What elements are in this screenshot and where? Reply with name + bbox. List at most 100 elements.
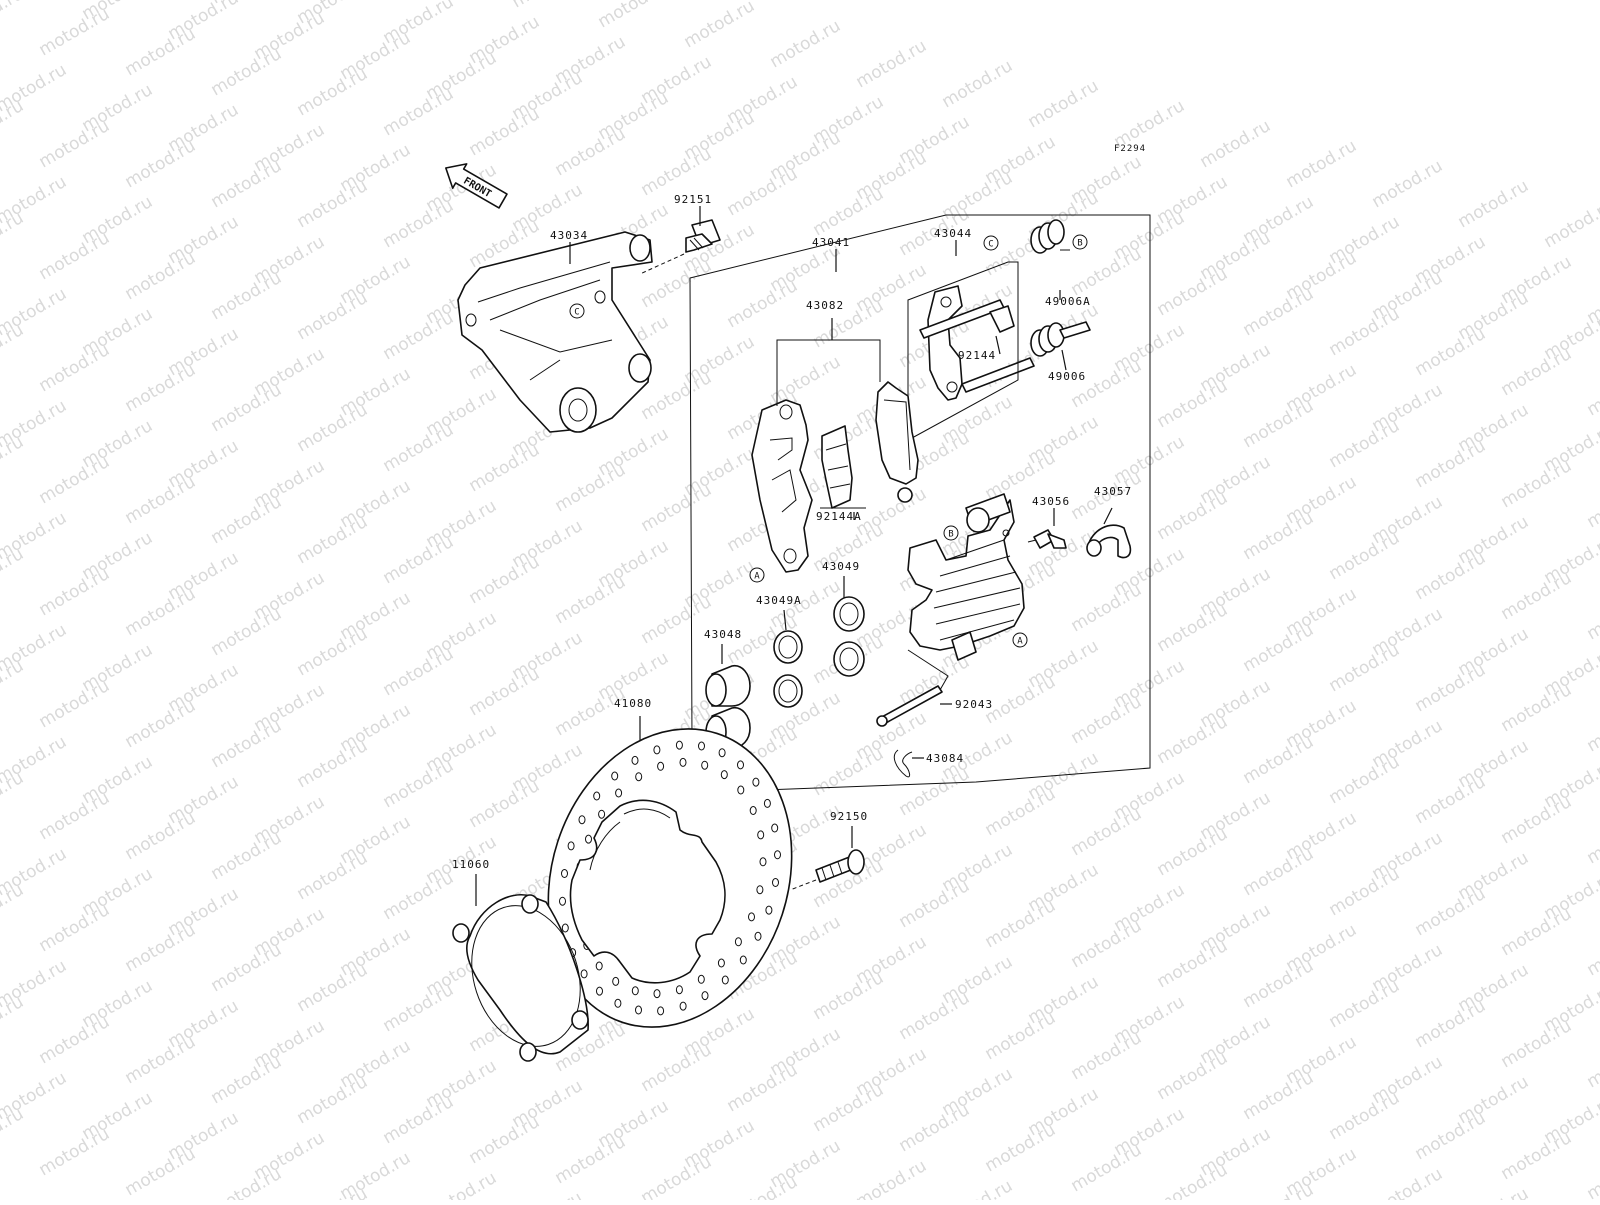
watermark-text: motod.ru	[1369, 156, 1447, 212]
watermark-text: motod.ru	[724, 1060, 802, 1116]
watermark-text: motod.ru	[810, 744, 888, 800]
watermark-text: motod.ru	[1240, 844, 1318, 900]
watermark-text: motod.ru	[294, 736, 372, 792]
watermark-text: motod.ru	[1412, 772, 1490, 828]
label-11060: 11060	[452, 858, 490, 871]
watermark-text: motod.ru	[1068, 804, 1146, 860]
watermark-text: motod.ru	[294, 624, 372, 680]
watermark-text: motod.ru	[294, 960, 372, 1016]
watermark-text: motod.ru	[1412, 996, 1490, 1052]
watermark-text: motod.ru	[982, 784, 1060, 840]
watermark-text: motod.ru	[208, 828, 286, 884]
label-43041: 43041	[812, 236, 850, 249]
watermark-text: motod.ru	[1154, 712, 1232, 768]
watermark-text: motod.ru	[810, 1080, 888, 1136]
watermark-text: motod.ru	[1326, 864, 1404, 920]
label-43048: 43048	[704, 628, 742, 641]
figure-code: F2294	[1114, 144, 1146, 154]
watermark-text: motod.ru	[36, 788, 114, 844]
label-43084: 43084	[926, 752, 964, 765]
label-43044: 43044	[934, 227, 972, 240]
watermark-text: motod.ru	[1584, 924, 1600, 980]
watermark-text: motod.ru	[767, 16, 845, 72]
watermark-text: motod.ru	[1584, 364, 1600, 420]
watermark-text: motod.ru	[1240, 956, 1318, 1012]
ref-marker-b-caliper: B	[944, 526, 958, 540]
watermark-text: motod.ru	[122, 248, 200, 304]
watermark-text: motod.ru	[982, 896, 1060, 952]
watermark-text: motod.ru	[1068, 356, 1146, 412]
label-92144: 92144	[958, 349, 996, 362]
watermark-text: motod.ru	[1240, 1180, 1318, 1200]
watermark-text: motod.ru	[1584, 1036, 1600, 1092]
watermark-text: motod.ru	[1154, 936, 1232, 992]
watermark-text: motod.ru	[466, 552, 544, 608]
watermark-text: motod.ru	[380, 868, 458, 924]
watermark-text: motod.ru	[380, 532, 458, 588]
watermark-text: motod.ru	[294, 848, 372, 904]
svg-text:A: A	[1017, 637, 1023, 647]
svg-text:C: C	[574, 308, 579, 318]
watermark-text: motod.ru	[1240, 1068, 1318, 1124]
watermark-text: motod.ru	[380, 644, 458, 700]
watermark-text: motod.ru	[1326, 1088, 1404, 1144]
watermark-text: motod.ru	[36, 1012, 114, 1068]
watermark-text: motod.ru	[36, 116, 114, 172]
watermark-text: motod.ru	[1498, 456, 1576, 512]
watermark-text: motod.ru	[122, 136, 200, 192]
watermark-text: motod.ru	[294, 1072, 372, 1128]
watermark-text: motod.ru	[638, 480, 716, 536]
watermark-text: motod.ru	[122, 24, 200, 80]
watermark-text: motod.ru	[208, 604, 286, 660]
watermark-text: motod.ru	[552, 460, 630, 516]
watermark-text: motod.ru	[896, 988, 974, 1044]
watermark-text: motod.ru	[1326, 752, 1404, 808]
watermark-text: motod.ru	[208, 44, 286, 100]
watermark-text: motod.ru	[1068, 1028, 1146, 1084]
watermark-text: motod.ru	[122, 1144, 200, 1200]
watermark-text: motod.ru	[1068, 244, 1146, 300]
brake-pad-inner-part	[876, 382, 918, 502]
piston-seal-43049-part	[834, 597, 864, 631]
label-43049: 43049	[822, 560, 860, 573]
watermark-text: motod.ru	[36, 676, 114, 732]
watermark-text: motod.ru	[208, 716, 286, 772]
watermark-text: motod.ru	[1240, 732, 1318, 788]
watermark-text: motod.ru	[208, 1164, 286, 1200]
watermark-text: motod.ru	[552, 1132, 630, 1188]
watermark-text: motod.ru	[552, 124, 630, 180]
watermark-text: motod.ru	[1025, 76, 1103, 132]
dust-boot-49006-part	[1031, 322, 1090, 356]
watermark-text: motod.ru	[1154, 824, 1232, 880]
watermark-text: motod.ru	[294, 176, 372, 232]
label-49006A: 49006A	[1045, 295, 1091, 308]
watermark-text: motod.ru	[380, 308, 458, 364]
watermark-text: motod.ru	[122, 360, 200, 416]
watermark-text: motod.ru	[810, 968, 888, 1024]
watermark-text: motod.ru	[0, 0, 27, 40]
watermark-text: motod.ru	[1326, 304, 1404, 360]
watermark-text: motod.ru	[466, 440, 544, 496]
watermark-text: motod.ru	[122, 920, 200, 976]
watermark-text: motod.ru	[1412, 324, 1490, 380]
watermark-text: motod.ru	[638, 1152, 716, 1200]
watermark-text: motod.ru	[1455, 1184, 1533, 1200]
watermark-text: motod.ru	[466, 776, 544, 832]
watermark-text: motod.ru	[724, 276, 802, 332]
watermark-text: motod.ru	[466, 1112, 544, 1168]
watermark-text: motod.ru	[1541, 196, 1600, 252]
label-43057: 43057	[1094, 485, 1132, 498]
watermark-text: motod.ru	[208, 156, 286, 212]
ref-marker-a-pad: A	[750, 568, 764, 582]
watermark-text: motod.ru	[1326, 976, 1404, 1032]
pin-clip-part	[894, 750, 912, 777]
watermark-text: motod.ru	[1498, 1016, 1576, 1072]
watermark-text: motod.ru	[1154, 264, 1232, 320]
label-92043: 92043	[955, 698, 993, 711]
watermark-text: motod.ru	[1154, 376, 1232, 432]
watermark-text: motod.ru	[36, 1124, 114, 1180]
watermark-text: motod.ru	[36, 228, 114, 284]
svg-text:A: A	[754, 572, 760, 582]
